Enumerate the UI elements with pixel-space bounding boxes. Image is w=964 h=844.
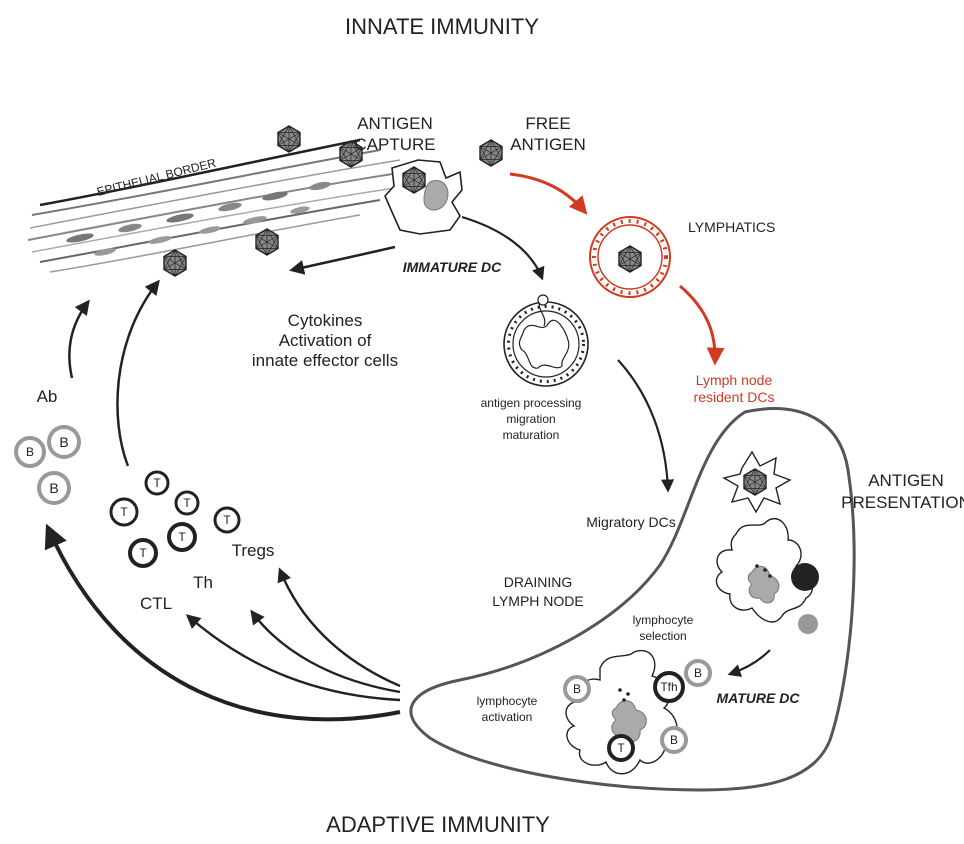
lymph-node-resident-label-line2: resident DCs [694, 389, 775, 405]
dc-lymphocyte-selection [715, 517, 819, 634]
immature-dc-label: IMMATURE DC [403, 259, 502, 275]
lymph-node-resident-label-line1: Lymph node [696, 372, 773, 388]
t-cell: T [128, 538, 158, 568]
node-to-b-cells-arrow [44, 523, 401, 722]
virus-icon [277, 125, 301, 153]
processing-to-node-arrow [617, 359, 675, 493]
svg-text:B: B [26, 445, 34, 459]
tfh-cell: Tfh [653, 671, 685, 703]
draining-lymph-node-label-line1: DRAINING [504, 574, 572, 590]
antigen-processing-label-line3: maturation [503, 428, 560, 442]
svg-text:B: B [59, 434, 68, 450]
svg-text:T: T [178, 530, 186, 544]
lymphocyte-grey [798, 614, 818, 634]
svg-text:B: B [670, 733, 678, 747]
epithelial-border-tissue [27, 138, 406, 273]
b-cell: B [14, 436, 46, 468]
b-cell: B [37, 471, 71, 505]
antibody-label: Ab [37, 387, 58, 406]
free-antigen-to-lymphatics-arrow [509, 172, 588, 215]
svg-text:Tfh: Tfh [660, 680, 677, 694]
antigen-processing-label-line2: migration [506, 412, 555, 426]
node-to-tregs-arrow [277, 567, 401, 688]
t-cell: T [607, 734, 635, 762]
lymphocyte-selection-label-line1: lymphocyte [633, 613, 694, 627]
node-to-ctl-arrow [185, 614, 401, 702]
virus-icon [163, 249, 187, 277]
antigen-presentation-label-line2: PRESENTATION [841, 493, 964, 512]
b-cell: B [684, 659, 712, 687]
migrating-dc-in-vessel [503, 294, 589, 387]
immature-dc-cell [384, 159, 463, 235]
lymphocyte-activation-label-line1: lymphocyte [477, 694, 538, 708]
lymphocyte-black [791, 563, 819, 591]
b-cell: B [563, 675, 591, 703]
resident-dc-cell [722, 450, 792, 514]
antigen-presentation-label-line1: ANTIGEN [868, 471, 944, 490]
lymphatics-to-node-arrow [679, 284, 725, 366]
b-cell: B [660, 726, 688, 754]
cytokines-label-line3: innate effector cells [252, 351, 398, 370]
innate-immunity-title: INNATE IMMUNITY [345, 14, 539, 39]
selection-to-activation-arrow [727, 649, 771, 677]
antigen-capture-label-line2: CAPTURE [354, 135, 435, 154]
svg-text:T: T [617, 741, 625, 755]
t-cells-to-epithelium-arrow [116, 279, 160, 467]
draining-lymph-node [409, 407, 856, 792]
lymphatics-label: LYMPHATICS [688, 219, 775, 235]
svg-text:T: T [139, 546, 147, 560]
migratory-dcs-label: Migratory DCs [586, 514, 675, 530]
svg-text:B: B [573, 682, 581, 696]
virus-icon [479, 139, 503, 167]
t-cell: T [213, 506, 241, 534]
t-cell: T [174, 490, 200, 516]
antigen-capture-label-line1: ANTIGEN [357, 114, 433, 133]
mature-dc-label: MATURE DC [717, 690, 801, 706]
lymphocyte-activation-label-line2: activation [482, 710, 533, 724]
svg-text:T: T [120, 505, 128, 519]
cytokines-label-line2: Activation of [279, 331, 372, 350]
t-cell: T [167, 522, 197, 552]
svg-text:T: T [183, 496, 191, 510]
antigen-processing-label-line1: antigen processing [481, 396, 582, 410]
th-label: Th [193, 573, 213, 592]
svg-text:B: B [49, 480, 58, 496]
antibody-to-epithelium-arrow [68, 299, 90, 379]
adaptive-immunity-title: ADAPTIVE IMMUNITY [326, 812, 550, 837]
dc-to-cytokines-arrow [289, 245, 396, 275]
svg-text:T: T [223, 513, 231, 527]
node-to-th-arrow [250, 609, 401, 694]
tregs-label: Tregs [232, 541, 275, 560]
t-cell: T [144, 470, 170, 496]
ctl-label: CTL [140, 594, 172, 613]
draining-lymph-node-label-line2: LYMPH NODE [492, 593, 584, 609]
b-cell: B [47, 425, 81, 459]
lymphatic-vessel [589, 216, 671, 298]
svg-text:B: B [694, 666, 702, 680]
lymphocyte-selection-label-line2: selection [639, 629, 686, 643]
free-antigen-label-line1: FREE [525, 114, 570, 133]
cytokines-label-line1: Cytokines [288, 311, 363, 330]
dc-to-processing-arrow [461, 215, 545, 281]
t-cell: T [109, 497, 139, 527]
free-antigen-label-line2: ANTIGEN [510, 135, 586, 154]
virus-icon [255, 228, 279, 256]
svg-text:T: T [153, 476, 161, 490]
mature-dc-cell [565, 649, 678, 775]
